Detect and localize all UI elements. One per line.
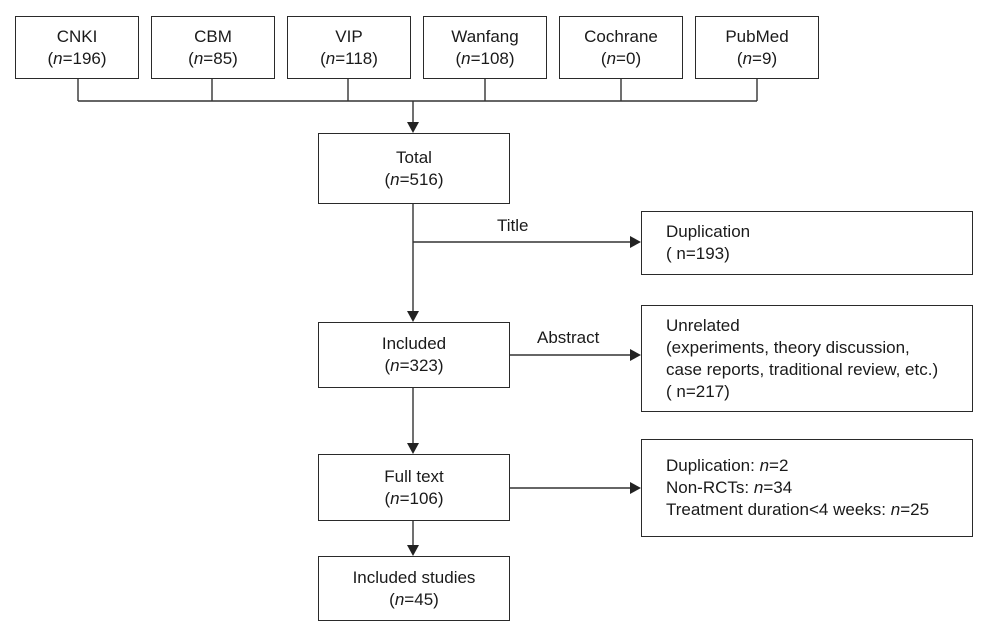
arrowhead-fulltext <box>407 443 419 454</box>
source-count: (n=108) <box>455 48 515 68</box>
unrelated-count: ( n=217) <box>666 381 730 401</box>
source-name: PubMed <box>725 26 789 46</box>
source-count: (n=0) <box>600 48 642 68</box>
source-box-wanfang: Wanfang (n=108) <box>423 16 547 79</box>
unrelated-box: Unrelated (experiments, theory discussio… <box>641 305 973 412</box>
included-count: (n=323) <box>384 356 444 375</box>
source-box-pubmed: PubMed (n=9) <box>695 16 819 79</box>
total-box: Total (n=516) <box>318 133 510 204</box>
duplication-label: Duplication <box>666 222 751 241</box>
arrowhead-included-studies <box>407 545 419 556</box>
exclusion-duplication: Duplication: n=2 <box>666 456 789 475</box>
source-count: (n=85) <box>188 48 238 68</box>
exclusion-non-rcts: Non-RCTs: n=34 <box>666 478 793 497</box>
arrowhead-included <box>407 311 419 322</box>
included-label: Included <box>381 334 447 353</box>
source-box-cochrane: Cochrane (n=0) <box>559 16 683 79</box>
total-count: (n=516) <box>384 169 444 189</box>
abstract-label: Abstract <box>537 328 600 347</box>
source-box-cbm: CBM (n=85) <box>151 16 275 79</box>
full-text-count: (n=106) <box>384 488 444 508</box>
full-text-exclusions-box: Duplication: n=2 Non-RCTs: n=34 Treatmen… <box>641 439 973 537</box>
arrowhead-unrelated <box>630 349 641 361</box>
source-box-cnki: CNKI (n=196) <box>15 16 139 79</box>
total-label: Total <box>396 147 432 167</box>
included-studies-label: Included studies <box>352 567 476 587</box>
duplication-box: Duplication ( n=193) <box>641 211 973 275</box>
source-name: Cochrane <box>584 26 658 46</box>
source-name: VIP <box>335 26 363 46</box>
arrowhead-total <box>407 122 419 133</box>
included-studies-box: Included studies (n=45) <box>318 556 510 621</box>
included-studies-count: (n=45) <box>389 589 439 609</box>
full-text-label: Full text <box>384 466 444 486</box>
unrelated-label: Unrelated <box>666 315 740 335</box>
source-name: CBM <box>194 26 232 46</box>
arrowhead-fulltext-exclusions <box>630 482 641 494</box>
arrowhead-duplication <box>630 236 641 248</box>
title-label: Title <box>497 216 529 235</box>
source-name: Wanfang <box>451 26 519 46</box>
full-text-box: Full text (n=106) <box>318 454 510 521</box>
unrelated-detail-line: case reports, traditional review, etc.) <box>666 359 939 379</box>
duplication-count: ( n=193) <box>666 244 730 263</box>
source-count: (n=118) <box>320 48 378 68</box>
included-box: Included (n=323) <box>318 322 510 388</box>
unrelated-detail-line: (experiments, theory discussion, <box>666 337 910 357</box>
exclusion-treatment-duration: Treatment duration<4 weeks: n=25 <box>666 500 930 519</box>
source-count: (n=196) <box>47 48 107 68</box>
source-name: CNKI <box>56 26 98 46</box>
source-box-vip: VIP (n=118) <box>287 16 411 79</box>
source-count: (n=9) <box>736 48 778 68</box>
